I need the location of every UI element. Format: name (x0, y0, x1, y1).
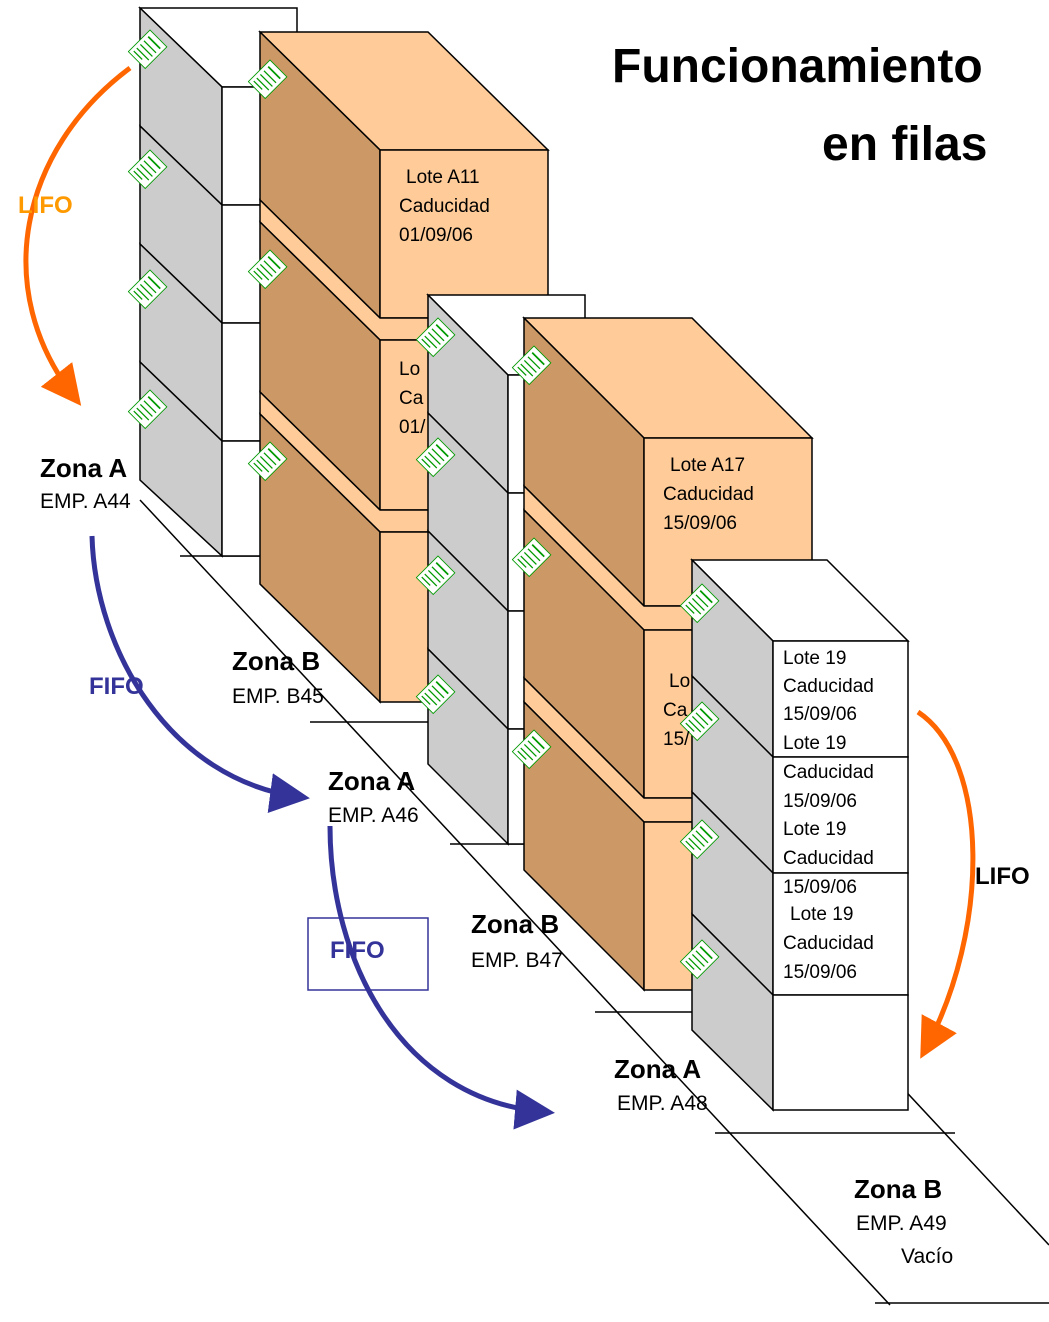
lot-line: Lo (399, 359, 420, 380)
lot-line: Caducidad (783, 762, 874, 783)
gray-box (679, 912, 909, 1112)
lot-line: 01/09/06 (399, 225, 473, 246)
lot-line: Caducidad (783, 676, 874, 697)
fifo-arrow-1 (89, 535, 310, 813)
gray-box (679, 790, 909, 997)
title-line-1: Funcionamiento (612, 40, 983, 93)
fifo-box-frame (307, 917, 429, 991)
gray-box (679, 674, 909, 875)
lifo-label-right: LIFO (975, 863, 1030, 890)
lot-line: Lote 19 (783, 819, 846, 840)
flow-arrows (23, 65, 976, 1130)
emp-label: EMP. B47 (471, 949, 563, 972)
lot-line: Lote 19 (783, 648, 846, 669)
emp-label: EMP. A46 (328, 804, 419, 827)
zone-label: Zona A (40, 453, 127, 483)
lot-line: Lote 19 (790, 904, 853, 925)
lifo-arrow-top (23, 65, 132, 406)
zone-label: Zona B (471, 909, 559, 939)
lifo-label-top: LIFO (18, 192, 73, 219)
lot-line: 15/ (663, 729, 690, 750)
lot-line: 15/09/06 (783, 877, 857, 898)
lot-line: Lote A17 (670, 455, 745, 476)
empty-note: Vacío (901, 1245, 953, 1268)
fifo-label-2: FIFO (330, 937, 385, 964)
emp-label: EMP. A44 (40, 490, 131, 513)
lot-labels: Lote A11 Caducidad 01/09/06 Lo Ca 01/ Lo… (399, 167, 874, 983)
lifo-arrow-right (916, 709, 976, 1059)
lot-line: Lote 19 (783, 733, 846, 754)
lot-line: Ca (399, 388, 424, 409)
zone-label: Zona A (328, 766, 415, 796)
zone-label: Zona A (614, 1054, 701, 1084)
zone-label: Zona B (232, 646, 320, 676)
stack-a48 (679, 558, 910, 1112)
lot-line: 15/09/06 (783, 791, 857, 812)
lot-line: Caducidad (783, 933, 874, 954)
lot-line: 15/09/06 (663, 513, 737, 534)
emp-label: EMP. A49 (856, 1212, 947, 1235)
lot-line: Caducidad (663, 484, 754, 505)
lot-line: Lo (669, 671, 690, 692)
lot-line: 15/09/06 (783, 704, 857, 725)
zone-label: Zona B (854, 1174, 942, 1204)
lot-line: Caducidad (399, 196, 490, 217)
fifo-arrow-2 (327, 825, 555, 1130)
lot-line: Caducidad (783, 848, 874, 869)
lot-line: 01/ (399, 417, 426, 438)
lot-line: 15/09/06 (783, 962, 857, 983)
emp-label: EMP. A48 (617, 1092, 708, 1115)
orange-box (247, 30, 550, 320)
lot-line: Lote A11 (406, 167, 480, 188)
fifo-label-1: FIFO (89, 673, 144, 700)
zone-labels: Zona A EMP. A44 Zona B EMP. B45 Zona A E… (40, 453, 953, 1268)
title-line-2: en filas (822, 118, 987, 171)
lot-line: Ca (663, 700, 688, 721)
emp-label: EMP. B45 (232, 685, 324, 708)
